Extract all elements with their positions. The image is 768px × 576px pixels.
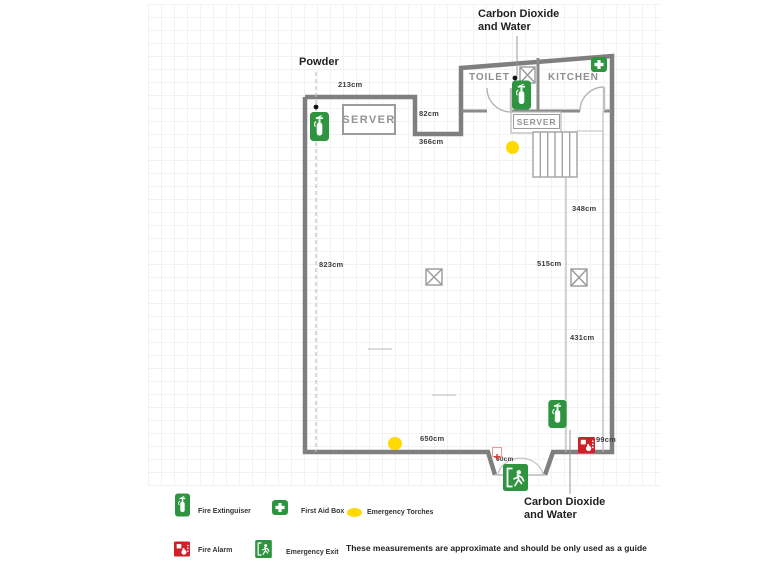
fire-extinguisher-icon bbox=[310, 112, 329, 146]
server-room-1: SERVER bbox=[342, 104, 396, 135]
toilet-door-arc bbox=[486, 87, 513, 113]
measurement-515cm: 515cm bbox=[537, 259, 562, 268]
fire-extinguisher-icon bbox=[512, 80, 531, 115]
measurement-431cm: 431cm bbox=[570, 333, 595, 342]
fire-extinguisher-icon bbox=[175, 491, 190, 524]
annotation-top-extinguisher-type: Carbon Dioxide and Water bbox=[478, 8, 559, 34]
graph-paper-grid bbox=[148, 4, 660, 486]
window-symbols bbox=[425, 66, 588, 287]
measurement-60cm: 60cm bbox=[496, 456, 514, 463]
entrance-aid-point-icon bbox=[492, 447, 502, 460]
emergency-exit-icon bbox=[255, 540, 272, 563]
legend-first-aid-label: First Aid Box bbox=[301, 508, 345, 515]
fire-extinguisher-icon bbox=[548, 400, 567, 433]
kitchen-door-arc bbox=[579, 86, 606, 112]
corridor-partitions bbox=[565, 131, 604, 452]
measurement-213cm: 213cm bbox=[338, 80, 363, 89]
window-symbol-center bbox=[425, 268, 443, 286]
interior-walls bbox=[461, 58, 612, 113]
stairs bbox=[532, 111, 604, 178]
first-aid-box-icon bbox=[591, 57, 607, 77]
room-label-kitchen: KITCHEN bbox=[548, 72, 599, 83]
emergency-torch-dot bbox=[347, 508, 362, 517]
annotation-powder: Powder bbox=[299, 56, 339, 68]
emergency-torch-dot bbox=[506, 141, 519, 154]
emergency-torch-dot bbox=[388, 437, 402, 450]
annotation-line: and Water bbox=[478, 20, 531, 33]
annotation-pointers bbox=[313, 36, 571, 494]
annotation-line: and Water bbox=[524, 508, 577, 521]
measurement-823cm: 823cm bbox=[319, 260, 344, 269]
annotation-line: Carbon Dioxide bbox=[478, 8, 560, 20]
measurement-99cm: 99cm bbox=[596, 435, 616, 444]
window-symbol-toilet bbox=[519, 66, 536, 84]
pointer-dot-top bbox=[512, 75, 518, 81]
legend-fire-extinguisher-label: Fire Extinguiser bbox=[198, 508, 251, 515]
measurement-650cm: 650cm bbox=[420, 434, 445, 443]
annotation-line: Carbon Dioxide bbox=[524, 496, 606, 508]
dash-marks bbox=[368, 348, 456, 396]
measurement-82cm: 82cm bbox=[419, 109, 439, 118]
legend-emergency-torches-label: Emergency Torches bbox=[367, 509, 434, 516]
legend-emergency-exit-label: Emergency Exit bbox=[286, 549, 339, 556]
pointer-dot-powder bbox=[313, 104, 319, 110]
outer-walls bbox=[302, 53, 615, 476]
server-1-label: SERVER bbox=[342, 113, 396, 126]
fire-alarm-icon bbox=[174, 541, 190, 562]
window-symbol-right bbox=[570, 268, 588, 287]
emergency-exit-icon bbox=[503, 464, 528, 496]
measurement-366cm: 366cm bbox=[419, 137, 444, 146]
server-room-2: SERVER bbox=[513, 114, 560, 129]
first-aid-box-icon bbox=[272, 500, 288, 520]
annotation-bottom-extinguisher-type: Carbon Dioxide and Water bbox=[524, 496, 605, 522]
fire-alarm-icon bbox=[578, 437, 595, 458]
server-2-label: SERVER bbox=[516, 116, 557, 127]
measurement-348cm: 348cm bbox=[572, 204, 597, 213]
legend-fire-alarm-label: Fire Alarm bbox=[198, 547, 233, 554]
room-label-toilet: TOILET bbox=[469, 72, 510, 83]
disclaimer-text: These measurements are approximate and s… bbox=[346, 543, 647, 553]
